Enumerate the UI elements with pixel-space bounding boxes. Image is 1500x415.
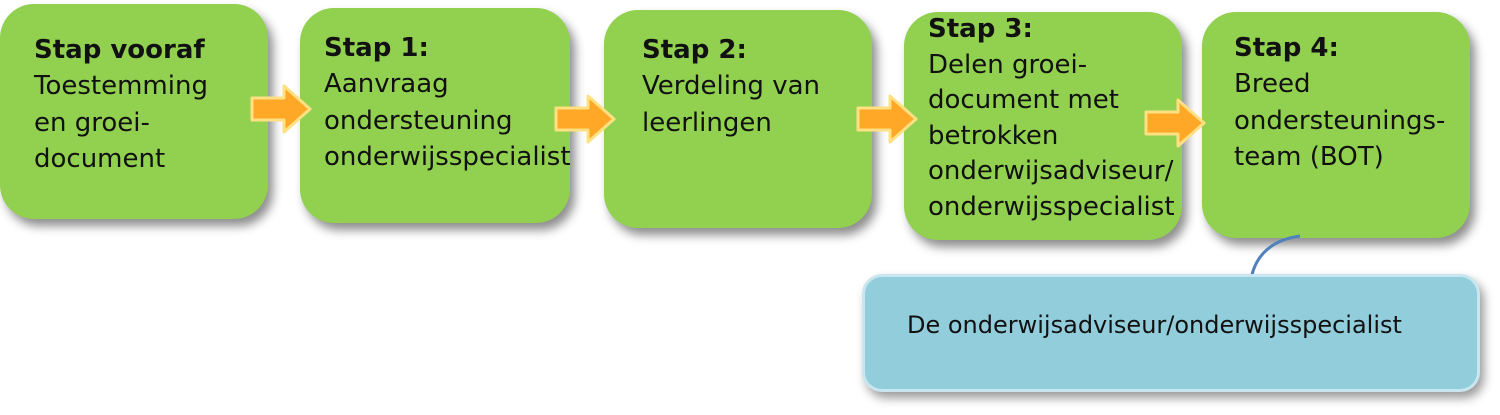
step-vooraf-box: Stap vooraf Toestemming en groei- docume… xyxy=(0,4,268,219)
step-2-line-1: Verdeling van xyxy=(642,71,820,102)
arrow-right-icon xyxy=(1144,98,1206,148)
step-4-line-1: Breed xyxy=(1234,69,1311,100)
step-2-line-2: leerlingen xyxy=(642,107,772,138)
step-1-line-1: Aanvraag xyxy=(324,69,449,100)
step-1-line-3: onderwijsspecialist xyxy=(324,142,571,173)
step-1-line-2: ondersteuning xyxy=(324,105,513,136)
step-4-line-3: team (BOT) xyxy=(1234,142,1384,173)
step-1-box: Stap 1: Aanvraag ondersteuning onderwijs… xyxy=(300,8,571,223)
note-text: De onderwijsadviseur/onderwijsspecialist xyxy=(907,311,1402,339)
step-3-line-2: document met xyxy=(928,85,1119,116)
step-3-box: Stap 3: Delen groei- document met betrok… xyxy=(904,12,1182,240)
step-4-line-2: ondersteunings- xyxy=(1234,105,1446,136)
step-vooraf-line-3: document xyxy=(34,144,166,175)
note-callout: De onderwijsadviseur/onderwijsspecialist xyxy=(862,274,1480,392)
step-3-line-4: onderwijsadviseur/ xyxy=(928,156,1174,187)
step-4-box: Stap 4: Breed ondersteunings- team (BOT) xyxy=(1202,12,1470,238)
arrow-right-icon xyxy=(554,94,616,144)
step-2-box: Stap 2: Verdeling van leerlingen xyxy=(604,10,872,228)
step-vooraf-line-1: Toestemming xyxy=(34,71,208,102)
step-vooraf-line-2: en groei- xyxy=(34,107,150,138)
arrow-right-icon xyxy=(250,84,312,134)
step-3-line-3: betrokken xyxy=(928,120,1059,151)
step-4-title: Stap 4: xyxy=(1234,33,1339,63)
arrow-right-icon xyxy=(856,94,918,144)
step-3-title: Stap 3: xyxy=(928,14,1033,44)
step-3-line-5: onderwijsspecialist xyxy=(928,192,1175,223)
step-3-line-1: Delen groei- xyxy=(928,49,1088,80)
step-2-title: Stap 2: xyxy=(642,35,747,65)
step-vooraf-title: Stap vooraf xyxy=(34,35,205,65)
step-1-title: Stap 1: xyxy=(324,33,429,63)
